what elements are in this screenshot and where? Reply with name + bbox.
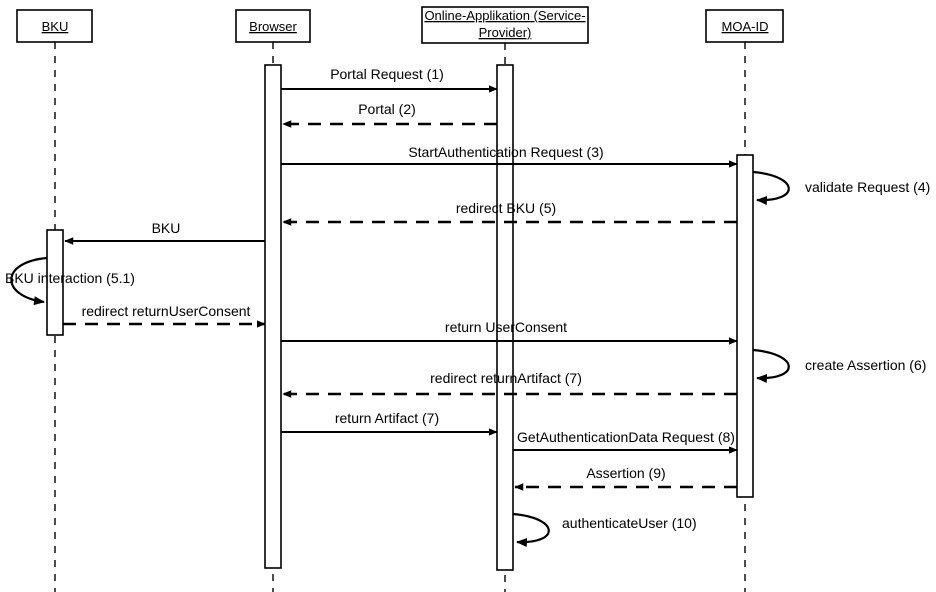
activation-bars-group: [46, 64, 754, 571]
message-label-authenticateuser: authenticateUser (10): [562, 515, 697, 531]
message-label-bku-interaction: BKU interaction (5.1): [5, 270, 135, 286]
message-label-return-userconsent: return UserConsent: [445, 319, 567, 335]
message-getauthenticationdata-request[interactable]: GetAuthenticationData Request (8): [513, 429, 738, 454]
message-arrow-validate-request: [752, 170, 790, 205]
message-create-assertion[interactable]: create Assertion (6): [752, 348, 926, 383]
message-label-startauthentication-request: StartAuthentication Request (3): [408, 144, 603, 160]
message-arrow-create-assertion: [752, 348, 790, 383]
message-authenticateuser[interactable]: authenticateUser (10): [512, 512, 697, 547]
message-label-portal-request: Portal Request (1): [330, 66, 444, 82]
activation-bar-online-applikation[interactable]: [496, 64, 514, 571]
message-label-getauthenticationdata-request: GetAuthenticationData Request (8): [517, 429, 735, 445]
participant-label-bku: BKU: [42, 19, 69, 34]
message-bku-interaction[interactable]: BKU interaction (5.1): [5, 256, 135, 306]
message-arrow-bku-interaction: [10, 256, 48, 306]
message-redirect-bku[interactable]: redirect BKU (5): [282, 200, 737, 226]
message-portal[interactable]: Portal (2): [282, 101, 497, 128]
message-startauthentication-request[interactable]: StartAuthentication Request (3): [281, 144, 738, 168]
message-arrow-authenticateuser: [512, 512, 550, 547]
message-redirect-returnartifact[interactable]: redirect returnArtifact (7): [282, 370, 737, 398]
activation-bar-bku[interactable]: [46, 229, 64, 336]
participant-box-moa-id[interactable]: [705, 9, 784, 43]
participant-label-browser: Browser: [249, 19, 297, 34]
message-label-redirect-returnuserconsent: redirect returnUserConsent: [82, 303, 251, 319]
participant-box-browser[interactable]: [235, 9, 311, 43]
participant-label-online-applikation-line1: Online-Applikation (Service-: [424, 8, 585, 23]
message-portal-request[interactable]: Portal Request (1): [281, 66, 498, 93]
participant-box-online-applikation[interactable]: [421, 6, 589, 44]
message-label-redirect-bku: redirect BKU (5): [456, 200, 556, 216]
participant-label-moa-id: MOA-ID: [722, 19, 769, 34]
participant-bku[interactable]: BKU: [16, 9, 93, 43]
participant-moa-id[interactable]: MOA-ID: [705, 9, 784, 43]
message-label-return-artifact: return Artifact (7): [335, 410, 439, 426]
activation-bar-browser[interactable]: [264, 64, 282, 569]
message-return-userconsent[interactable]: return UserConsent: [281, 319, 738, 345]
message-label-bku: BKU: [152, 220, 181, 236]
message-label-validate-request: validate Request (4): [805, 179, 930, 195]
message-bku[interactable]: BKU: [64, 220, 265, 245]
message-return-artifact[interactable]: return Artifact (7): [281, 410, 498, 436]
message-redirect-returnuserconsent[interactable]: redirect returnUserConsent: [63, 303, 266, 328]
participant-box-bku[interactable]: [16, 9, 93, 43]
message-assertion[interactable]: Assertion (9): [514, 465, 737, 491]
message-label-portal: Portal (2): [358, 101, 416, 117]
message-label-redirect-returnartifact: redirect returnArtifact (7): [430, 370, 582, 386]
message-label-create-assertion: create Assertion (6): [805, 357, 926, 373]
participant-online-applikation[interactable]: Online-Applikation (Service- Provider): [421, 6, 589, 44]
activation-bar-moa-id[interactable]: [736, 154, 754, 498]
message-label-assertion: Assertion (9): [586, 465, 665, 481]
message-validate-request[interactable]: validate Request (4): [752, 170, 930, 205]
participant-browser[interactable]: Browser: [235, 9, 311, 43]
participant-label-online-applikation-line2: Provider): [479, 25, 532, 40]
